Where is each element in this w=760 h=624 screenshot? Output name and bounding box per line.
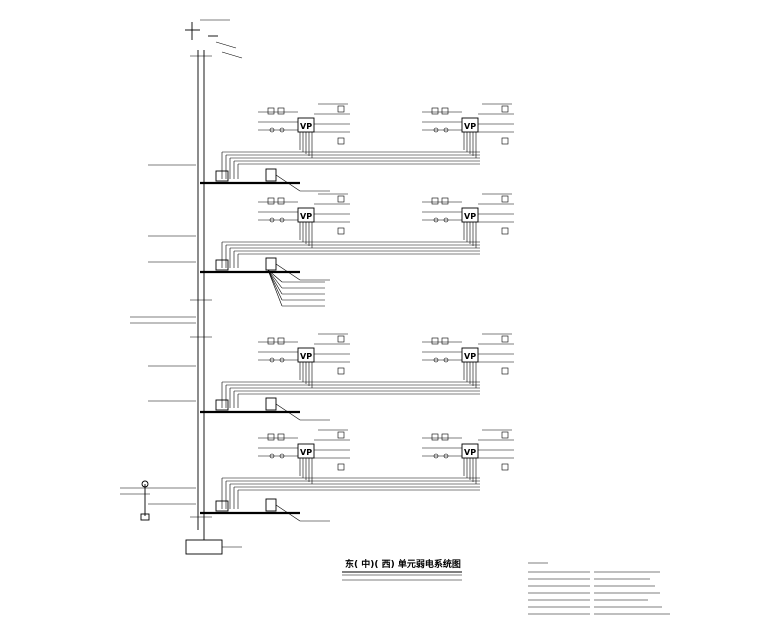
floor-feeders [215, 477, 480, 522]
floor-level-labels [120, 164, 196, 521]
floor-feeders [215, 151, 480, 192]
vp-unit: VP [422, 333, 514, 388]
floor-groups: VP VP VP VP VP VP VP VP [215, 103, 514, 522]
vp-label: VP [300, 448, 312, 457]
vp-unit: VP [258, 333, 350, 388]
vp-label: VP [464, 122, 476, 131]
roof-antenna [185, 19, 243, 59]
title-block: 东( 中)( 西) 单元弱电系统图 [342, 558, 462, 581]
vp-unit: VP [258, 193, 350, 248]
vp-unit: VP [258, 103, 350, 158]
floor-slabs [200, 181, 300, 515]
vp-label: VP [464, 352, 476, 361]
vp-unit: VP [422, 193, 514, 248]
legend [528, 562, 670, 615]
vp-label: VP [300, 352, 312, 361]
vp-unit: VP [422, 103, 514, 158]
vp-label: VP [300, 212, 312, 221]
vp-unit: VP [258, 429, 350, 484]
floor-feeders [215, 241, 480, 281]
diagram-title: 东( 中)( 西) 单元弱电系统图 [345, 558, 461, 570]
vp-unit: VP [422, 429, 514, 484]
main-riser [185, 50, 242, 555]
annotation-lines [267, 269, 325, 307]
vp-label: VP [464, 212, 476, 221]
vp-label: VP [464, 448, 476, 457]
floor-feeders [215, 381, 480, 421]
vp-label: VP [300, 122, 312, 131]
